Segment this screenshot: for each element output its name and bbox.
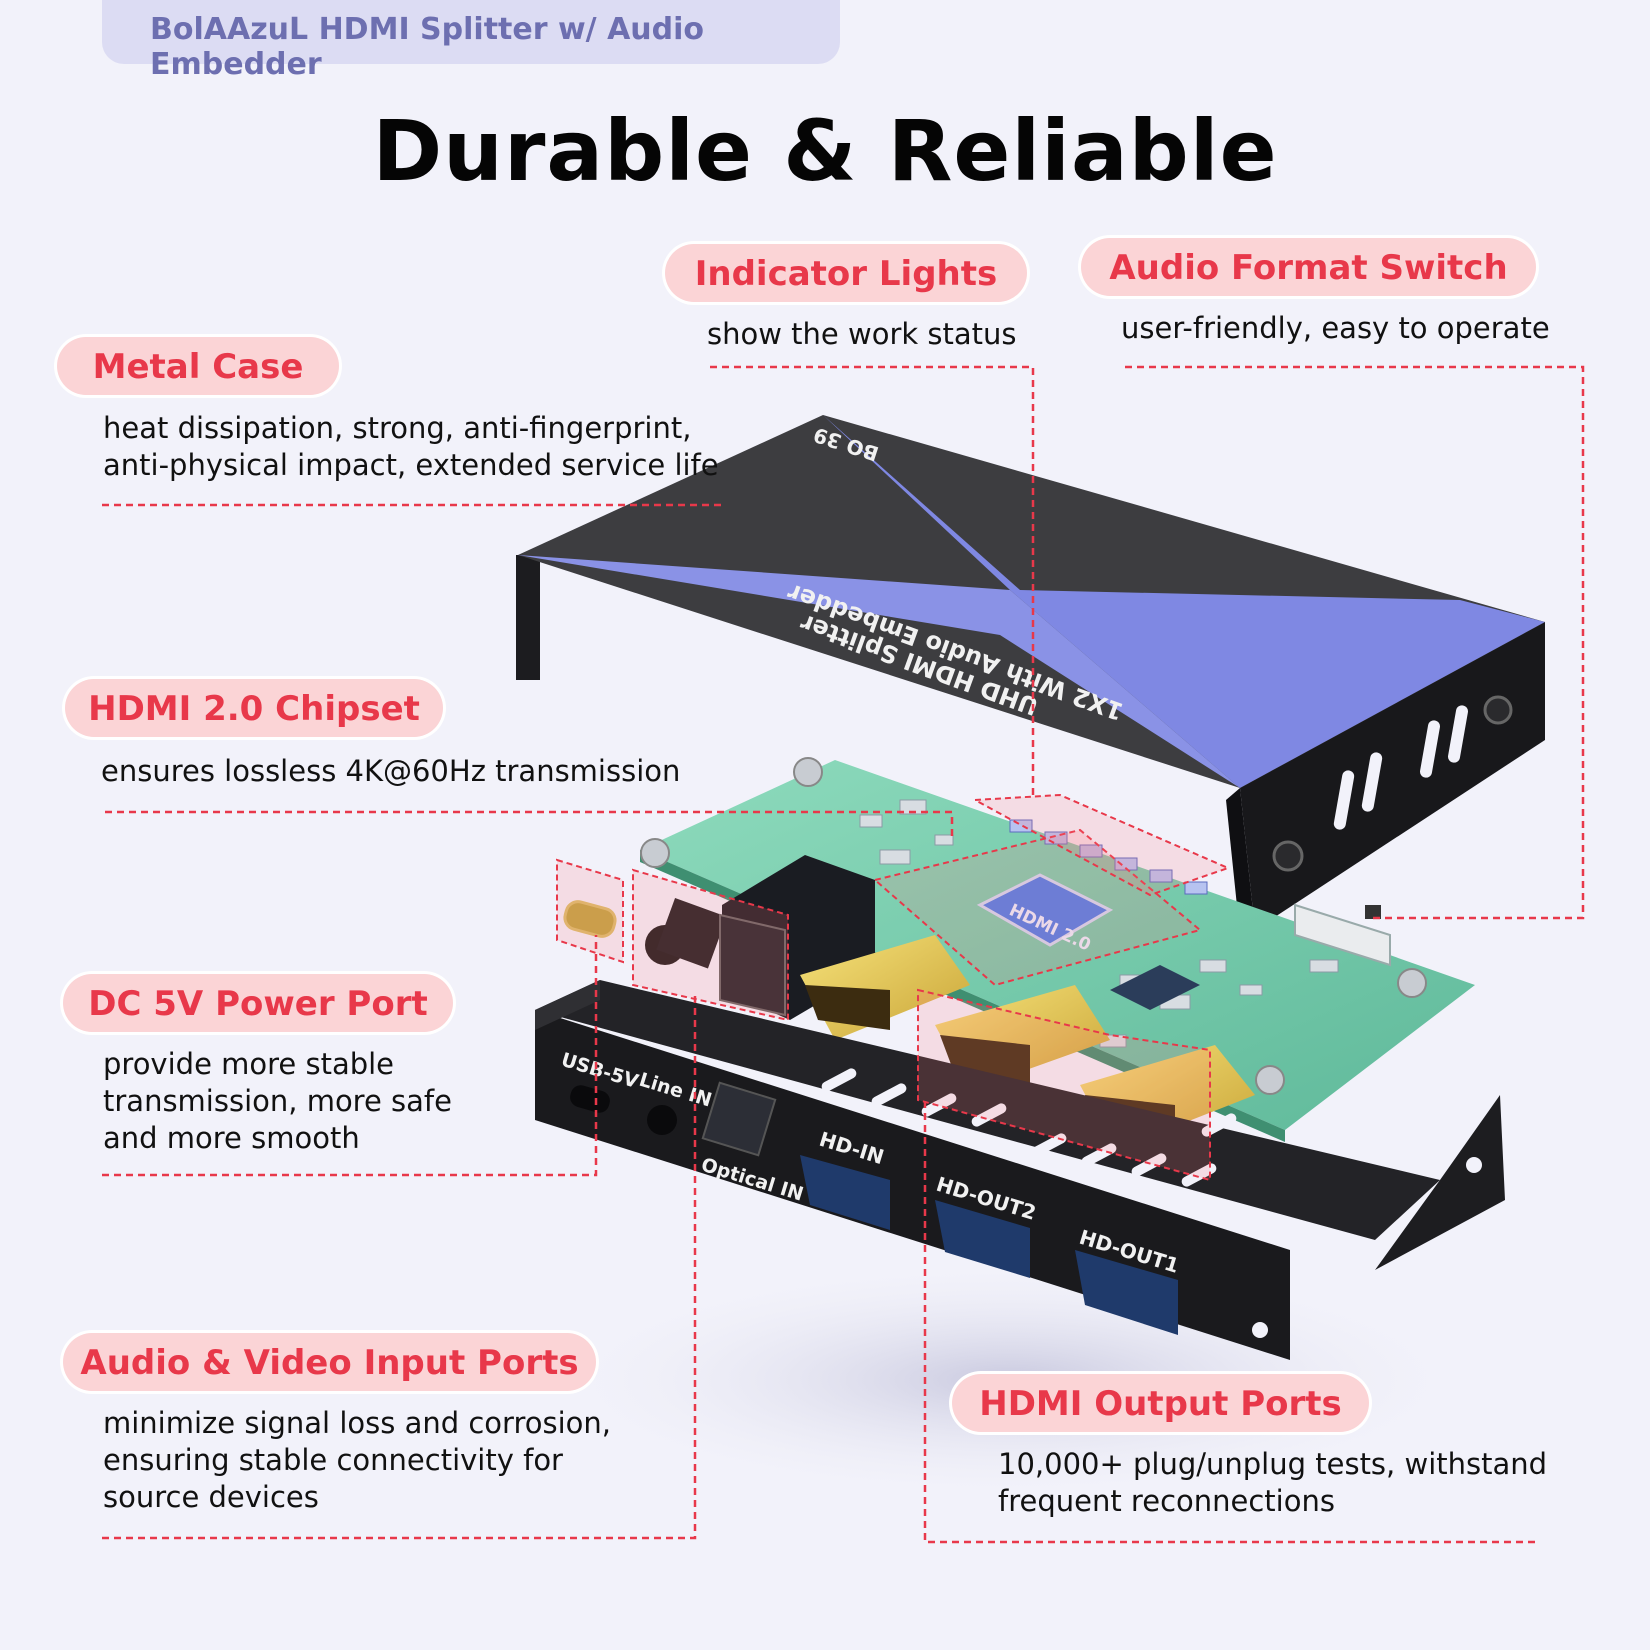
callout-power-desc-2: transmission, more safe [103, 1084, 452, 1118]
lid-screw [1272, 840, 1304, 872]
callout-input-desc-2: ensuring stable connectivity for [103, 1443, 563, 1477]
callout-av-input-ports: Audio & Video Input Ports [63, 1333, 596, 1391]
hd-out1-cutout [1075, 1250, 1178, 1335]
callout-output-title: HDMI Output Ports [979, 1384, 1342, 1424]
pcb-screw [640, 838, 670, 868]
highlight-chipset [872, 828, 1203, 987]
secondary-chip [1110, 965, 1200, 1010]
base-screw-hole [1252, 1322, 1268, 1338]
line-in-cutout [647, 1105, 677, 1135]
metal-case-base: USB-5V Line IN Optical IN HD-IN HD-OUT2 … [535, 980, 1505, 1360]
callout-chipset-desc: ensures lossless 4K@60Hz transmission [101, 754, 681, 788]
usb-c-connector [563, 900, 617, 938]
audio-switch [1294, 903, 1391, 967]
callout-metal-case: Metal Case [57, 337, 339, 395]
optical-cutout [701, 1081, 777, 1157]
pcb-screw [793, 757, 823, 787]
callout-audio-switch-title: Audio Format Switch [1109, 248, 1508, 288]
pcb-board [640, 760, 1475, 1130]
leader-audio-switch [1125, 365, 1585, 920]
hdmi-in-connector [800, 935, 970, 1040]
lid-blue-band-1 [823, 415, 1545, 788]
lid-screw [1483, 695, 1513, 725]
callout-indicator-title: Indicator Lights [694, 254, 998, 294]
lid-side [1240, 622, 1545, 930]
leader-lines [102, 365, 1585, 1544]
callout-audio-switch-desc: user-friendly, easy to operate [1121, 311, 1550, 345]
brand-tab: BolAAzuL HDMI Splitter w/ Audio Embedder [102, 0, 840, 82]
optical-face [719, 913, 786, 1017]
callout-power-desc-3: and more smooth [103, 1121, 360, 1155]
callout-metal-case-title: Metal Case [92, 347, 304, 387]
callout-indicator-lights: Indicator Lights [665, 244, 1027, 302]
lid-vent [1333, 770, 1355, 830]
lid-back-flange [516, 555, 540, 680]
highlight-boxes [556, 793, 1231, 1182]
base-screw-hole [1466, 1157, 1482, 1173]
highlight-audio-inputs [632, 868, 789, 1022]
callout-output-desc-1: 10,000+ plug/unplug tests, withstand [998, 1447, 1548, 1481]
circuit-board: HDMI 2.0 [563, 757, 1475, 1150]
callout-indicator-desc: show the work status [707, 317, 1017, 351]
highlight-usb [556, 858, 624, 964]
headline: Durable & Reliable [372, 102, 1278, 200]
hdmi-chip [976, 873, 1114, 947]
lid-vent [1420, 720, 1440, 778]
callout-metal-case-desc-2: anti-physical impact, extended service l… [103, 448, 719, 482]
callout-input-title: Audio & Video Input Ports [80, 1343, 579, 1383]
pcb-screw [1397, 968, 1427, 998]
lid-vent [1448, 705, 1468, 763]
hd-in-cutout [800, 1155, 890, 1230]
base-vents [821, 1068, 1237, 1187]
pcb-screw [1255, 1065, 1285, 1095]
callout-chipset-title: HDMI 2.0 Chipset [88, 689, 420, 729]
callout-power-title: DC 5V Power Port [88, 984, 428, 1024]
usb-port-cutout [570, 1085, 610, 1113]
brand-title: BolAAzuL HDMI Splitter w/ Audio Embedder [150, 12, 705, 82]
lid-vent [1361, 752, 1383, 812]
leader-power [102, 935, 598, 1177]
callout-input-desc-3: source devices [103, 1480, 319, 1514]
audio-switch-lever [1365, 905, 1381, 919]
base-right-flange [1375, 1095, 1505, 1270]
callout-output-desc-2: frequent reconnections [998, 1484, 1335, 1518]
lid-front-edge [1226, 788, 1255, 935]
callout-dc-power-port: DC 5V Power Port [63, 974, 453, 1032]
hd-out2-cutout [935, 1200, 1030, 1278]
base-back-flange [535, 980, 600, 1030]
base-floor [535, 980, 1440, 1240]
line-in-body [656, 897, 727, 969]
callout-hdmi-output-ports: HDMI Output Ports [952, 1374, 1369, 1432]
lid-blue-band-2 [518, 555, 1240, 788]
highlight-leds [971, 793, 1231, 897]
leader-output [923, 1100, 1535, 1544]
lid-screw-hole [543, 601, 561, 619]
callout-hdmi-chipset: HDMI 2.0 Chipset [65, 679, 443, 737]
callout-audio-format-switch: Audio Format Switch [1081, 238, 1536, 296]
callout-input-desc-1: minimize signal loss and corrosion, [103, 1406, 611, 1440]
callout-power-desc-1: provide more stable [103, 1047, 395, 1081]
leader-input [102, 995, 697, 1540]
leader-chipset [105, 810, 954, 840]
callout-metal-case-desc-1: heat dissipation, strong, anti-fingerpri… [103, 411, 692, 445]
highlight-outputs [917, 988, 1211, 1182]
